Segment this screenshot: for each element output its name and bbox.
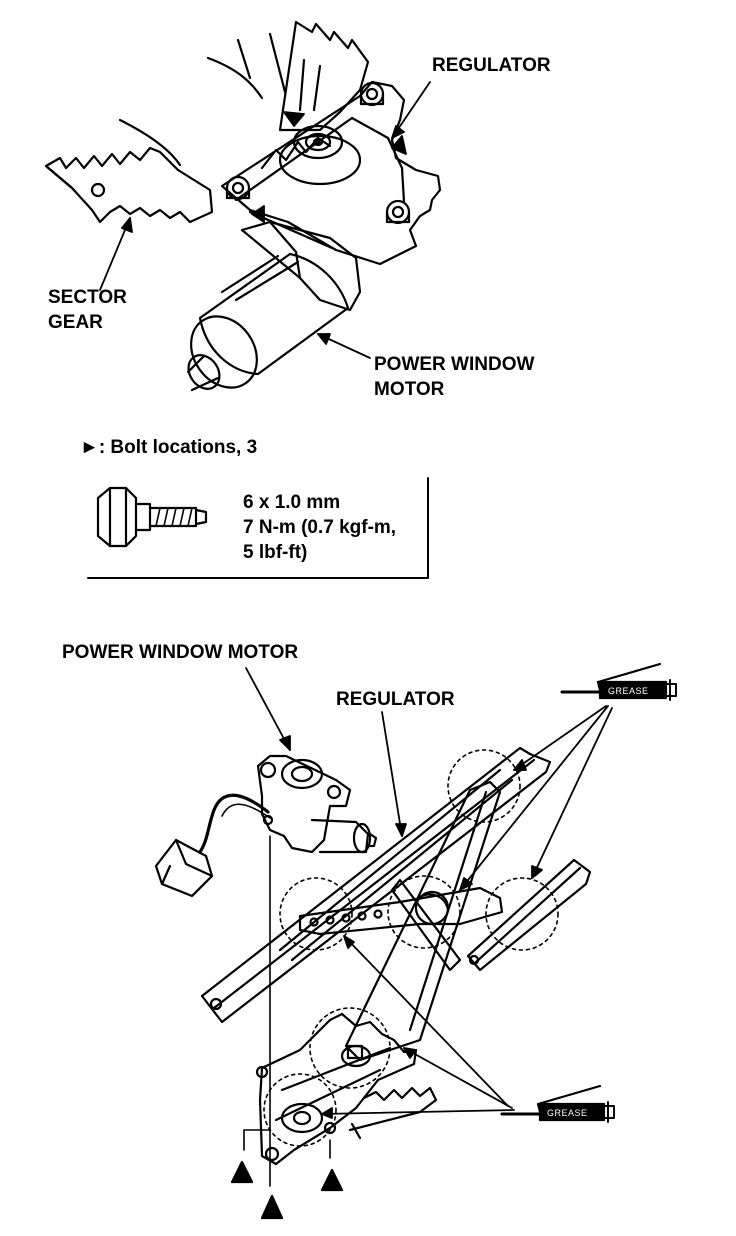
info-box-bottom-rule <box>87 477 429 579</box>
sector-gear-shape <box>44 146 214 224</box>
sector-gear-label-line2: GEAR <box>48 312 103 333</box>
bolt-legend-symbol: ► <box>80 437 99 458</box>
bolt-marker-center <box>260 1194 284 1220</box>
top-bolt-2 <box>225 175 251 201</box>
lift-arm <box>344 780 502 1062</box>
lower-right-rail <box>466 858 592 972</box>
grease-tube-top <box>560 662 677 701</box>
bottom-motor <box>154 754 378 898</box>
bottom-leaders <box>243 667 613 1187</box>
top-regulator-label: REGULATOR <box>432 55 551 76</box>
top-bolt-3 <box>385 199 411 225</box>
grease-tag-top: GREASE <box>608 686 649 696</box>
sector-gear-label-line1: SECTOR <box>48 287 127 308</box>
bottom-regulator-assembly <box>200 746 592 1166</box>
regulator-bracket <box>220 80 442 266</box>
top-motor-label-line1: POWER WINDOW <box>374 354 535 375</box>
bolt-legend-text: : Bolt locations, 3 <box>98 437 258 458</box>
bolt-marker-left <box>230 1160 254 1184</box>
main-rail <box>200 746 552 1024</box>
top-leaders <box>99 81 431 359</box>
top-bolt-1 <box>359 81 385 107</box>
bottom-regulator-label: REGULATOR <box>336 689 455 710</box>
bolt-location-markers <box>230 1160 344 1220</box>
bolt-illustration <box>96 486 208 548</box>
top-motor-can <box>198 252 350 376</box>
bolt-size: 6 x 1.0 mm <box>243 492 341 513</box>
grease-tag-bottom: GREASE <box>547 1108 588 1118</box>
grease-tube-bottom <box>500 1084 615 1123</box>
bolt-legend: ►: Bolt locations, 3 <box>80 436 257 460</box>
top-regulator-assembly <box>44 20 442 392</box>
bolt-torque-line1: 7 N-m (0.7 kgf-m, <box>243 517 397 538</box>
bolt-marker-right <box>320 1168 344 1192</box>
bolt-torque-line2: 5 lbf-ft) <box>243 542 308 563</box>
top-motor-label-line2: MOTOR <box>374 379 445 400</box>
bottom-motor-label: POWER WINDOW MOTOR <box>62 642 299 663</box>
